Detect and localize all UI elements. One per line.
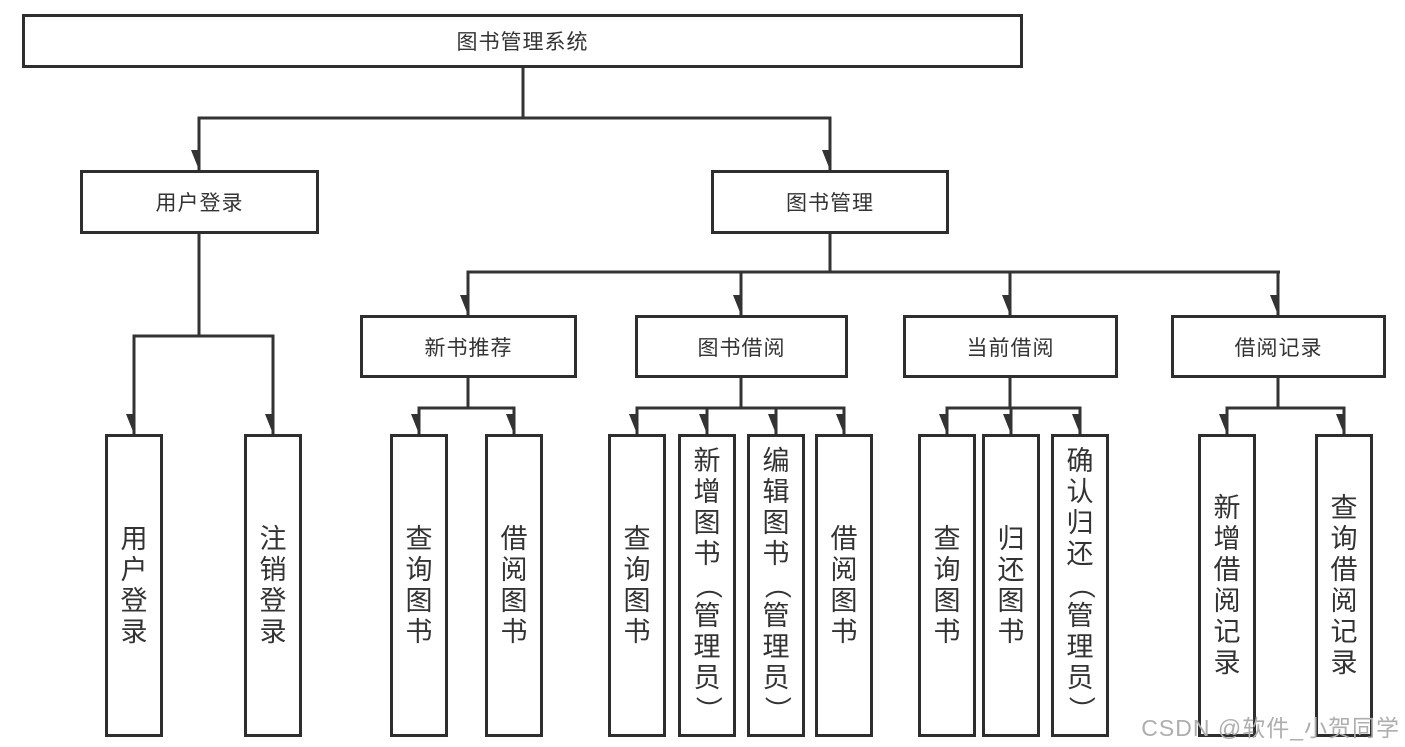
leaf-label: 新增图书（管理员） bbox=[692, 446, 723, 723]
leaf-label: 查询图书 bbox=[405, 523, 433, 647]
leaf-label: 借阅图书 bbox=[500, 523, 528, 647]
leaf-query-borrow-record: 查询借阅记录 bbox=[1315, 434, 1373, 737]
node-borrowing-records: 借阅记录 bbox=[1171, 315, 1386, 378]
leaf-label: 查询图书 bbox=[933, 523, 961, 647]
leaf-return-books: 归还图书 bbox=[982, 434, 1040, 737]
watermark: CSDN @软件_小贺同学 bbox=[1141, 715, 1400, 741]
node-label: 图书管理系统 bbox=[456, 31, 589, 54]
node-book-management: 图书管理 bbox=[711, 170, 949, 234]
node-label: 图书借阅 bbox=[697, 336, 786, 360]
leaf-logout: 注销登录 bbox=[244, 434, 302, 737]
node-book-borrowing: 图书借阅 bbox=[635, 315, 848, 378]
leaf-confirm-return-admin: 确认归还（管理员） bbox=[1051, 434, 1109, 737]
leaf-add-borrow-record: 新增借阅记录 bbox=[1198, 434, 1256, 737]
node-label: 借阅记录 bbox=[1234, 336, 1323, 360]
node-user-login: 用户登录 bbox=[80, 170, 319, 234]
leaf-query-books-recommend: 查询图书 bbox=[390, 434, 448, 737]
leaf-label: 用户登录 bbox=[120, 523, 148, 647]
node-label: 当前借阅 bbox=[966, 336, 1055, 360]
leaf-borrow-books: 借阅图书 bbox=[815, 434, 873, 737]
node-current-borrowing: 当前借阅 bbox=[903, 315, 1118, 378]
leaf-label: 确认归还（管理员） bbox=[1065, 446, 1096, 723]
leaf-label: 查询图书 bbox=[623, 523, 651, 647]
leaf-user-login: 用户登录 bbox=[105, 434, 163, 737]
node-root-library-management-system: 图书管理系统 bbox=[22, 14, 1023, 68]
leaf-borrow-books-recommend: 借阅图书 bbox=[485, 434, 543, 737]
node-new-book-recommendation: 新书推荐 bbox=[360, 315, 577, 378]
leaf-query-books-borrowing: 查询图书 bbox=[608, 434, 666, 737]
node-label: 用户登录 bbox=[155, 192, 244, 215]
leaf-label: 注销登录 bbox=[259, 523, 287, 647]
node-label: 新书推荐 bbox=[424, 336, 513, 360]
leaf-label: 查询借阅记录 bbox=[1330, 492, 1358, 678]
leaf-label: 归还图书 bbox=[997, 523, 1025, 647]
leaf-query-books-current: 查询图书 bbox=[918, 434, 976, 737]
node-label: 图书管理 bbox=[786, 192, 874, 215]
leaf-label: 借阅图书 bbox=[830, 523, 858, 647]
leaf-label: 新增借阅记录 bbox=[1213, 492, 1241, 678]
leaf-label: 编辑图书（管理员） bbox=[761, 446, 792, 723]
leaf-edit-books-admin: 编辑图书（管理员） bbox=[747, 434, 805, 737]
leaf-add-books-admin: 新增图书（管理员） bbox=[678, 434, 736, 737]
